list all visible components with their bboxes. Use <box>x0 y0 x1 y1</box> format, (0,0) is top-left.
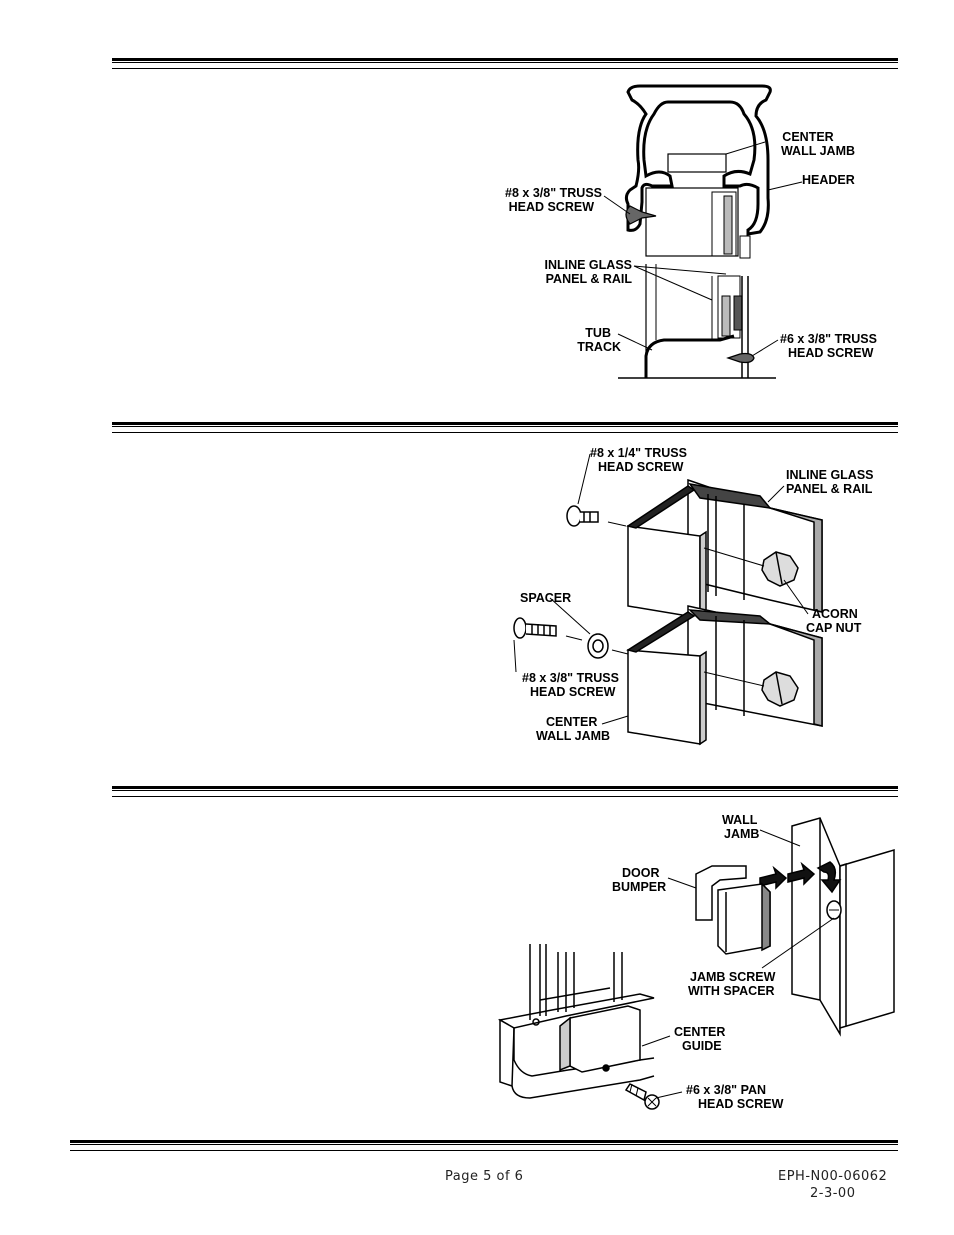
label-truss-screw-right: #6 x 3/8" TRUSS <box>780 332 877 346</box>
section-rule-2 <box>112 422 898 433</box>
truss-screw-38 <box>513 617 557 639</box>
label-truss-38: HEAD SCREW <box>530 685 616 699</box>
label-center-wall-jamb-2: CENTER <box>546 715 597 729</box>
label-pan-screw: HEAD SCREW <box>698 1097 784 1111</box>
label-tub-track: TUB <box>585 326 611 340</box>
wall-jamb <box>791 817 841 1037</box>
spacer <box>587 633 609 659</box>
acorn-cap-nut <box>761 551 799 587</box>
section-rule-footer <box>70 1140 898 1151</box>
label-inline-glass-2: PANEL & RAIL <box>786 482 873 496</box>
label-door-bumper: BUMPER <box>612 880 666 894</box>
label-jamb-screw: WITH SPACER <box>688 984 775 998</box>
label-header: HEADER <box>802 173 855 187</box>
label-tub-track: TRACK <box>577 340 621 354</box>
header-extrusion <box>624 84 772 236</box>
label-center-wall-jamb: CENTER <box>782 130 833 144</box>
label-jamb-screw: JAMB SCREW <box>690 970 776 984</box>
label-acorn-cap-nut: ACORN <box>812 607 858 621</box>
section-rule-3 <box>112 786 898 797</box>
label-center-guide: CENTER <box>674 1025 725 1039</box>
arrow-icon <box>816 861 842 894</box>
label-truss-screw-left: HEAD SCREW <box>509 200 595 214</box>
label-truss-screw-left: #8 x 3/8" TRUSS <box>505 186 602 200</box>
document-date: 2-3-00 <box>810 1186 856 1201</box>
truss-screw-quarter <box>566 505 599 527</box>
label-inline-glass: PANEL & RAIL <box>546 272 633 286</box>
label-inline-glass: INLINE GLASS <box>544 258 632 272</box>
label-truss-quarter: #8 x 1/4" TRUSS <box>590 446 687 460</box>
center-guide <box>569 1005 641 1073</box>
label-spacer: SPACER <box>520 591 571 605</box>
label-wall-jamb: WALL <box>722 813 758 827</box>
label-truss-screw-right: HEAD SCREW <box>788 346 874 360</box>
label-acorn-cap-nut: CAP NUT <box>806 621 862 635</box>
label-center-wall-jamb: WALL JAMB <box>781 144 855 158</box>
label-truss-38: #8 x 3/8" TRUSS <box>522 671 619 685</box>
section-rule-1 <box>112 58 898 69</box>
arrow-icon <box>787 861 816 886</box>
tub-track <box>644 334 735 378</box>
label-center-guide: GUIDE <box>682 1039 722 1053</box>
label-pan-screw: #6 x 3/8" PAN <box>686 1083 766 1097</box>
label-truss-quarter: HEAD SCREW <box>598 460 684 474</box>
label-door-bumper: DOOR <box>622 866 660 880</box>
label-wall-jamb: JAMB <box>724 827 759 841</box>
page-number: Page 5 of 6 <box>445 1169 524 1184</box>
label-center-wall-jamb-2: WALL JAMB <box>536 729 610 743</box>
truss-screw-left <box>625 205 657 225</box>
door-bumper <box>695 865 771 955</box>
pan-head-screw <box>624 1083 660 1110</box>
document-number: EPH-N00-06062 <box>778 1169 888 1184</box>
truss-screw-right <box>726 352 755 364</box>
center-wall-jamb-block <box>667 153 727 173</box>
label-inline-glass-2: INLINE GLASS <box>786 468 874 482</box>
